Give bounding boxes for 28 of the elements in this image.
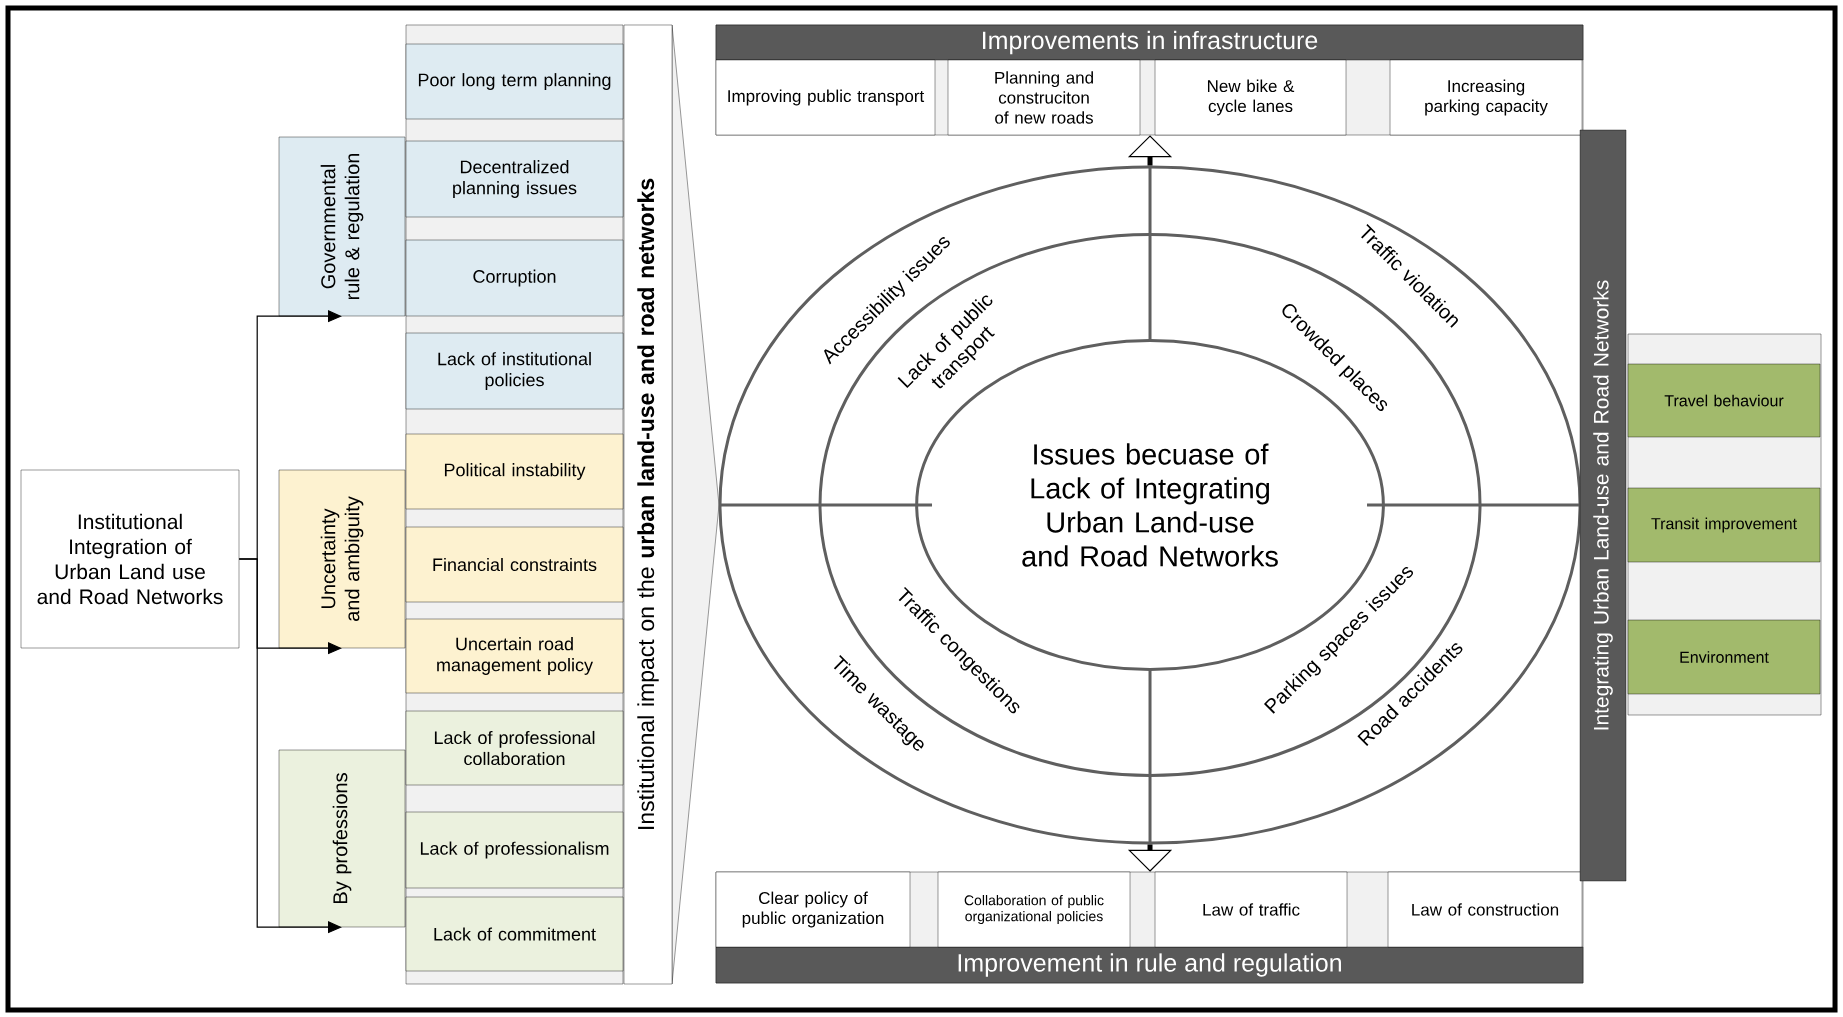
item-box: Lack of professionalism: [405, 811, 624, 889]
item-box: Law of construction: [1387, 871, 1583, 948]
item-box: Improving public transport: [715, 59, 936, 136]
item-box: Financial constraints: [405, 526, 624, 603]
item-box: Decentralized planning issues: [405, 140, 624, 218]
outcome-box: Travel behaviour: [1627, 363, 1821, 438]
item-box: Lack of commitment: [405, 896, 624, 972]
item-box: Lack of professional collaboration: [405, 710, 624, 786]
item-box: Political instability: [405, 433, 624, 510]
item-box: Clear policy of public organization: [715, 871, 911, 948]
item-box: Uncertain road management policy: [405, 618, 624, 694]
category-box: Governmental rule & regulation: [278, 136, 406, 317]
item-box: Corruption: [405, 239, 624, 317]
item-box: Increasing parking capacity: [1389, 59, 1583, 136]
arrow: [238, 558, 342, 934]
item-box: New bike & cycle lanes: [1154, 59, 1347, 136]
root-box: Institutional Integration of Urban Land use and Road Networks: [20, 469, 240, 649]
item-box: Poor long term planning: [405, 43, 624, 120]
category-box: By professions: [278, 749, 406, 928]
item-box: Planning and construciton of new roads: [947, 59, 1141, 136]
item-box: Law of traffic: [1154, 871, 1348, 948]
vertical-bar: Integrating Urban Land-use and Road Networks: [1579, 129, 1627, 882]
item-box: Lack of institutional policies: [405, 332, 624, 410]
item-box: Collaboration of public organizational policies: [937, 871, 1131, 948]
outcome-box: Transit improvement: [1627, 487, 1821, 563]
outcome-box: Environment: [1627, 619, 1821, 695]
vertical-band: Institutional impact on the urban land-use and road networks: [623, 24, 673, 985]
category-box: Uncertainty and ambiguity: [278, 469, 406, 649]
